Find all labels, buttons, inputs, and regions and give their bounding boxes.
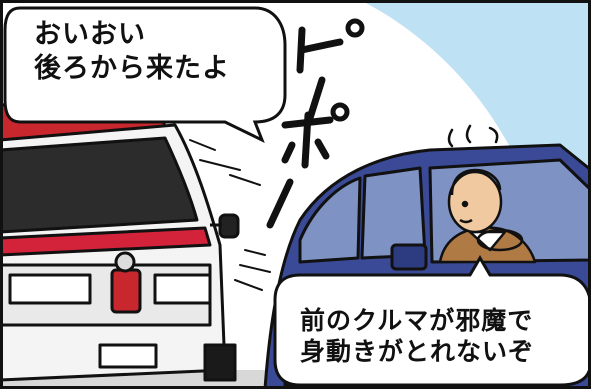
ambulance-windshield [0,136,199,234]
ambulance-headlight-left [8,273,92,305]
speech-bubble-top-line-2: 後ろから来たよ [34,52,230,84]
sweat-drops-icon [447,124,499,148]
driver-hair [450,168,502,196]
car-rear-window [298,176,362,264]
elderly-driver-illustration [438,168,537,264]
steering-wheel [476,228,524,252]
driver-mouth [459,218,473,224]
driver-eye [461,200,469,208]
sound-effect-artwork [266,18,365,229]
ambulance-headlight-right [153,273,212,305]
car-side-mirror [390,243,428,271]
speech-bubble-top-shape [3,6,287,144]
speech-bubble-bottom-shape [273,255,591,387]
ambulance-stripe [0,226,212,257]
speech-bubble-top-line-1: おいおい [34,19,146,50]
ambulance-emblem [114,251,136,273]
speech-bubble-top-text: おいおい 後ろから来たよ [34,18,230,86]
ambulance-mirror [218,213,240,239]
ambulance-wheel [203,343,237,382]
speech-bubble-bottom-text: 前のクルマが邪魔で 身動きがとれないぞ [300,305,534,368]
speech-bubble-bottom-line-2: 身動きがとれないぞ [300,337,535,367]
speed-lines [189,139,271,291]
driver-head [447,170,503,234]
ambulance-license-plate [98,343,158,369]
ambulance-center-light [110,268,142,314]
speech-bubble-bottom-line-1: 前のクルマが邪魔で [300,306,534,335]
